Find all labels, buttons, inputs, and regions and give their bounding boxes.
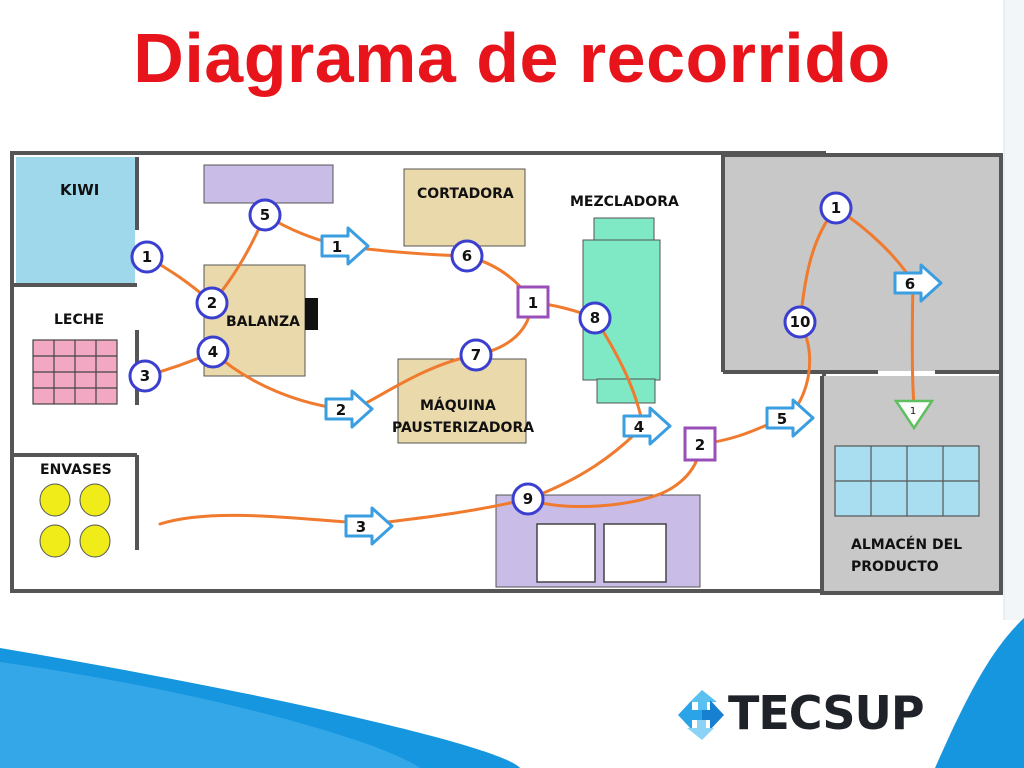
- tecsup-logo-text: TECSUP: [728, 686, 925, 740]
- inspection-1: 1: [516, 285, 550, 319]
- operation-circle-3: 3: [128, 359, 162, 393]
- bottom-swoosh-right: [935, 618, 1024, 768]
- inspection-1-number: 1: [528, 294, 538, 312]
- transport-number: 4: [634, 418, 644, 436]
- balanza-label: BALANZA: [226, 314, 300, 330]
- operation-circle-7: 7: [459, 338, 493, 372]
- transport-arrow-5: 5: [765, 398, 815, 438]
- operation-number: 5: [260, 206, 270, 224]
- operation-number: 10: [790, 313, 811, 331]
- operation-number: 1: [142, 248, 152, 266]
- operation-number: 1: [831, 199, 841, 217]
- cortadora-label: CORTADORA: [417, 186, 514, 202]
- transport-arrows: 1 2 3 4 5 6: [320, 226, 943, 546]
- almacen-label-2: PRODUCTO: [851, 559, 939, 575]
- maquina-label-1: MÁQUINA: [420, 397, 496, 414]
- leche-grid: [32, 339, 118, 405]
- packing-slot-1: [536, 523, 596, 583]
- receiving-zone: [723, 157, 1001, 371]
- transport-arrow-4: 4: [622, 406, 672, 446]
- operation-number: 7: [471, 346, 481, 364]
- transport-arrow-1: 1: [320, 226, 370, 266]
- mezcladora-label: MEZCLADORA: [570, 194, 679, 210]
- bottom-swoosh-left-light: [0, 662, 420, 768]
- kiwi-label: KIWI: [60, 181, 99, 199]
- maquina-label-2: PAUSTERIZADORA: [392, 420, 534, 436]
- balanza-display: [305, 298, 318, 330]
- tecsup-logo: [678, 690, 724, 740]
- operation-circle-10: 10: [783, 305, 817, 339]
- envases-containers: [39, 483, 111, 558]
- right-margin-strip: [1004, 0, 1024, 620]
- envases-label: ENVASES: [40, 462, 112, 478]
- almacen-label-1: ALMACÉN DEL: [851, 536, 962, 553]
- operation-circle-9: 9: [511, 482, 545, 516]
- page-title: Diagrama de recorrido: [133, 19, 891, 97]
- operation-circle-1: 1: [130, 240, 164, 274]
- storage-number: 1: [910, 406, 916, 417]
- operation-number: 9: [523, 490, 533, 508]
- transport-number: 6: [905, 275, 915, 293]
- warehouse-walls: [721, 153, 1003, 595]
- operation-circle-11: 1: [819, 191, 853, 225]
- transport-arrow-6: 6: [893, 263, 943, 303]
- transport-number: 5: [777, 410, 787, 428]
- operation-number: 6: [462, 247, 472, 265]
- operation-circles: 1 2 3 4 5 6 7 8 9 10 1: [128, 191, 853, 516]
- left-room-walls: [14, 157, 139, 550]
- operation-circle-2: 2: [195, 286, 229, 320]
- operation-number: 8: [590, 309, 600, 327]
- transport-arrow-2: 2: [324, 389, 374, 429]
- kiwi-room: [16, 157, 135, 283]
- transport-number: 2: [336, 401, 346, 419]
- top-table: [203, 164, 334, 204]
- operation-circle-5: 5: [248, 198, 282, 232]
- tecsup-logo-mark: [678, 690, 724, 740]
- operation-circle-8: 8: [578, 301, 612, 335]
- inspection-2: 2: [683, 426, 717, 462]
- packing-slot-2: [603, 523, 667, 583]
- operation-number: 4: [208, 343, 218, 361]
- operation-number: 2: [207, 294, 217, 312]
- operation-circle-6: 6: [450, 239, 484, 273]
- inspection-2-number: 2: [695, 436, 705, 454]
- operation-number: 3: [140, 367, 150, 385]
- transport-number: 3: [356, 518, 366, 536]
- operation-circle-4: 4: [196, 335, 230, 369]
- storage-triangle: 1: [893, 399, 935, 431]
- cortadora-box: [403, 168, 526, 247]
- transport-arrow-3: 3: [344, 506, 394, 546]
- almacen-racks: [834, 445, 980, 517]
- leche-label: LECHE: [54, 312, 104, 328]
- transport-number: 1: [332, 238, 342, 256]
- inspection-squares: 1 2: [516, 285, 717, 462]
